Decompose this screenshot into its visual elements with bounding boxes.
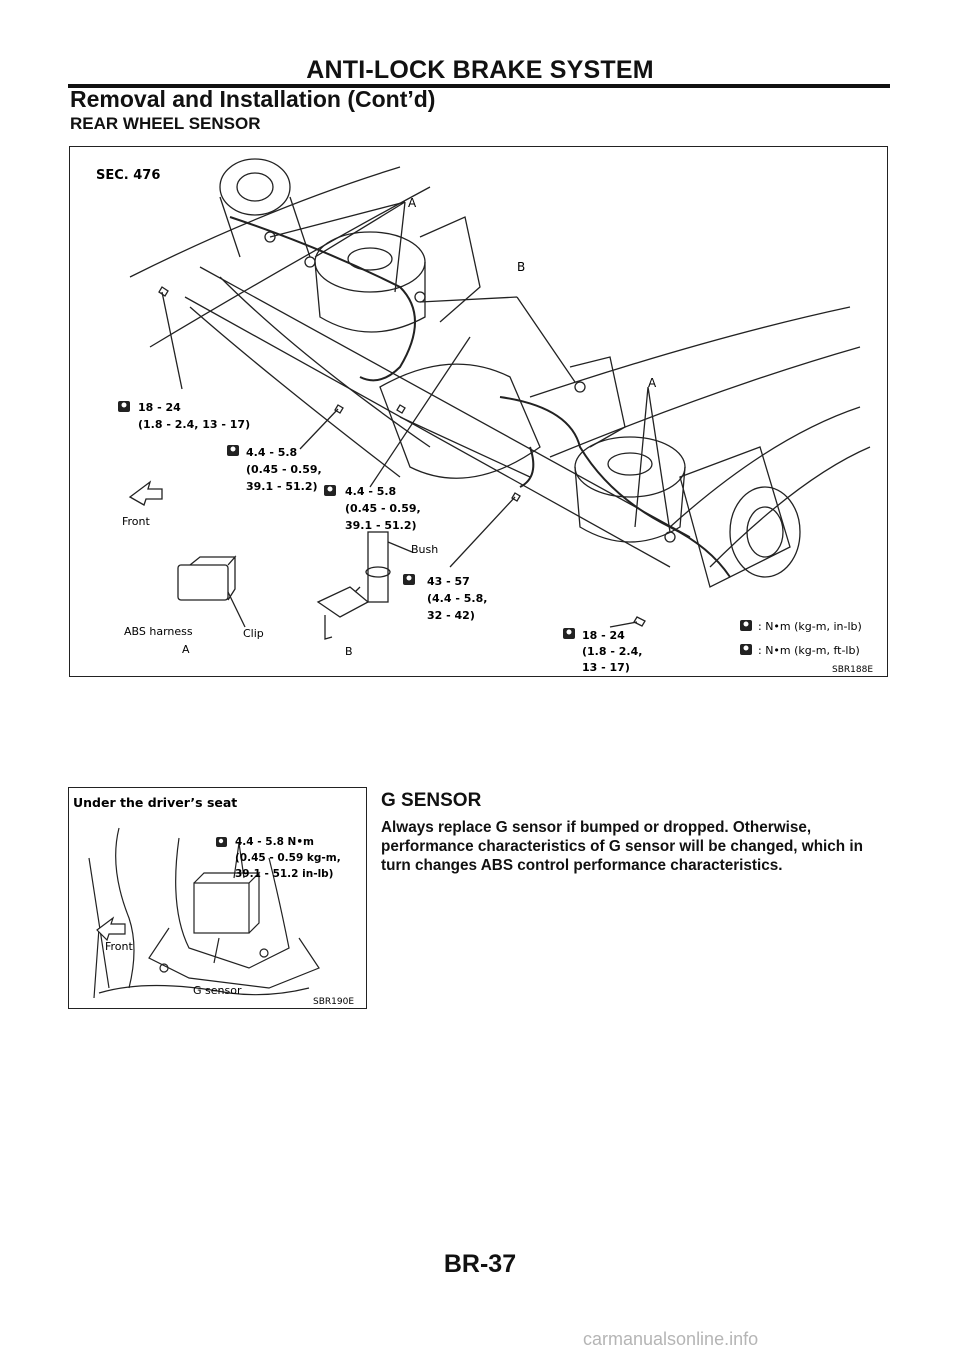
watermark-link[interactable]: carmanualsonline.info: [583, 1329, 759, 1349]
figure2-torque-value: 4.4 - 5.8 N•m: [235, 836, 314, 848]
torque-spec-4-detail-1: (4.4 - 5.8,: [427, 592, 487, 605]
figure2-torque-detail-1: (0.45 - 0.59 kg-m,: [235, 852, 341, 864]
detail-b-label: B: [345, 645, 353, 658]
torque-spec-4-detail-2: 32 - 42): [427, 609, 475, 622]
document-header-title: ANTI-LOCK BRAKE SYSTEM: [306, 56, 654, 84]
rear-wheel-sensor-figure: SEC. 476 A B A 18 - 24 (1.8 - 2.4, 13 - …: [69, 146, 888, 677]
torque-spec-2-detail-2: 39.1 - 51.2): [246, 480, 318, 493]
torque-spec-2-value: 4.4 - 5.8: [246, 446, 297, 459]
section-title: REAR WHEEL SENSOR: [70, 114, 261, 133]
legend-ft-lb: : N•m (kg-m, ft-lb): [758, 644, 860, 657]
rear-axle-illustration: SEC. 476 A B A 18 - 24 (1.8 - 2.4, 13 - …: [96, 158, 873, 675]
figure-reference: SBR188E: [832, 665, 873, 675]
front-label: Front: [122, 515, 151, 528]
torque-spec-1-detail: (1.8 - 2.4, 13 - 17): [138, 418, 250, 431]
torque-spec-5-detail-1: (1.8 - 2.4,: [582, 645, 642, 658]
figure2-title: Under the driver’s seat: [73, 795, 237, 810]
page-number: BR-37: [443, 1250, 517, 1278]
bush-label: Bush: [411, 543, 438, 556]
document-header-subtitle: Removal and Installation (Cont’d): [70, 86, 436, 112]
callout-b-right: B: [517, 260, 525, 274]
torque-spec-5-value: 18 - 24: [582, 629, 625, 642]
figure2-torque-detail-2: 39.1 - 51.2 in-lb): [235, 868, 333, 880]
callout-a-top: A: [408, 196, 417, 210]
g-sensor-illustration: Under the driver’s seat 4.4 - 5.8 N•m (0…: [73, 795, 354, 1007]
torque-spec-3-detail-2: 39.1 - 51.2): [345, 519, 417, 532]
figure2-front-label: Front: [105, 940, 134, 953]
figure2-reference: SBR190E: [313, 997, 354, 1007]
torque-spec-1-value: 18 - 24: [138, 401, 181, 414]
g-sensor-heading: G SENSOR: [381, 790, 482, 811]
header-divider: [68, 84, 890, 88]
callout-a-right: A: [648, 376, 657, 390]
torque-spec-4-value: 43 - 57: [427, 575, 470, 588]
torque-spec-5-detail-2: 13 - 17): [582, 661, 630, 674]
torque-spec-3-value: 4.4 - 5.8: [345, 485, 396, 498]
g-sensor-label: G sensor: [193, 984, 242, 997]
torque-spec-2-detail-1: (0.45 - 0.59,: [246, 463, 322, 476]
section-number: SEC. 476: [96, 168, 160, 183]
torque-spec-3-detail-1: (0.45 - 0.59,: [345, 502, 421, 515]
detail-a-label: A: [182, 643, 190, 656]
clip-label: Clip: [243, 627, 264, 640]
abs-harness-label: ABS harness: [124, 625, 193, 638]
g-sensor-paragraph: Always replace G sensor if bumped or dro…: [381, 819, 863, 874]
g-sensor-figure: Under the driver’s seat 4.4 - 5.8 N•m (0…: [68, 787, 367, 1009]
legend-in-lb: : N•m (kg-m, in-lb): [758, 620, 862, 633]
